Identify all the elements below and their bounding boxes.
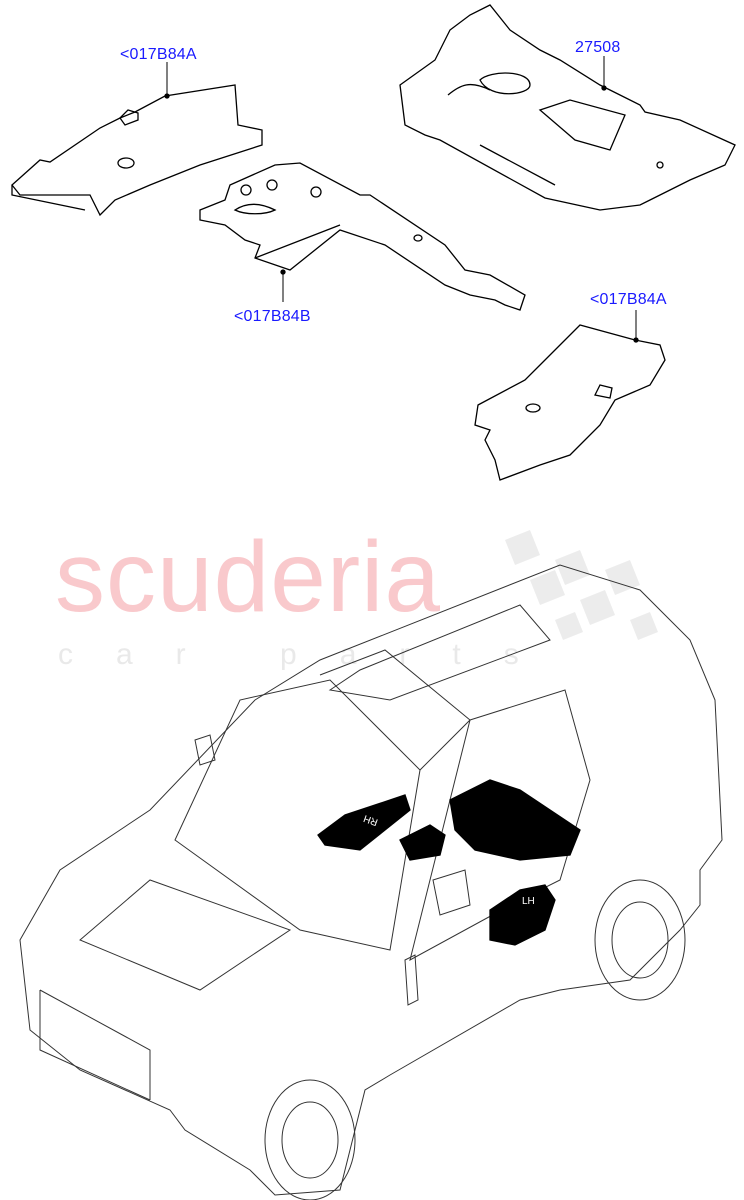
installed-insulators	[317, 779, 581, 946]
vehicle-outline	[19, 564, 723, 1200]
callout-top-left[interactable]: <017B84A	[120, 46, 197, 63]
callout-27508[interactable]: 27508	[575, 39, 621, 56]
insulator-part-top-left	[11, 62, 263, 217]
checker-flag-watermark	[505, 530, 658, 640]
rear-floor-insulator-27508	[399, 4, 736, 211]
insulator-part-center	[199, 162, 526, 311]
watermark-tagline: car parts	[58, 638, 562, 671]
lh-marker: LH	[522, 896, 535, 907]
callout-right[interactable]: <017B84A	[590, 291, 667, 308]
callout-center[interactable]: <017B84B	[234, 308, 311, 325]
watermark-logo: scuderia	[55, 521, 441, 633]
insulator-part-right	[474, 310, 666, 481]
rh-marker: RH	[362, 812, 379, 827]
